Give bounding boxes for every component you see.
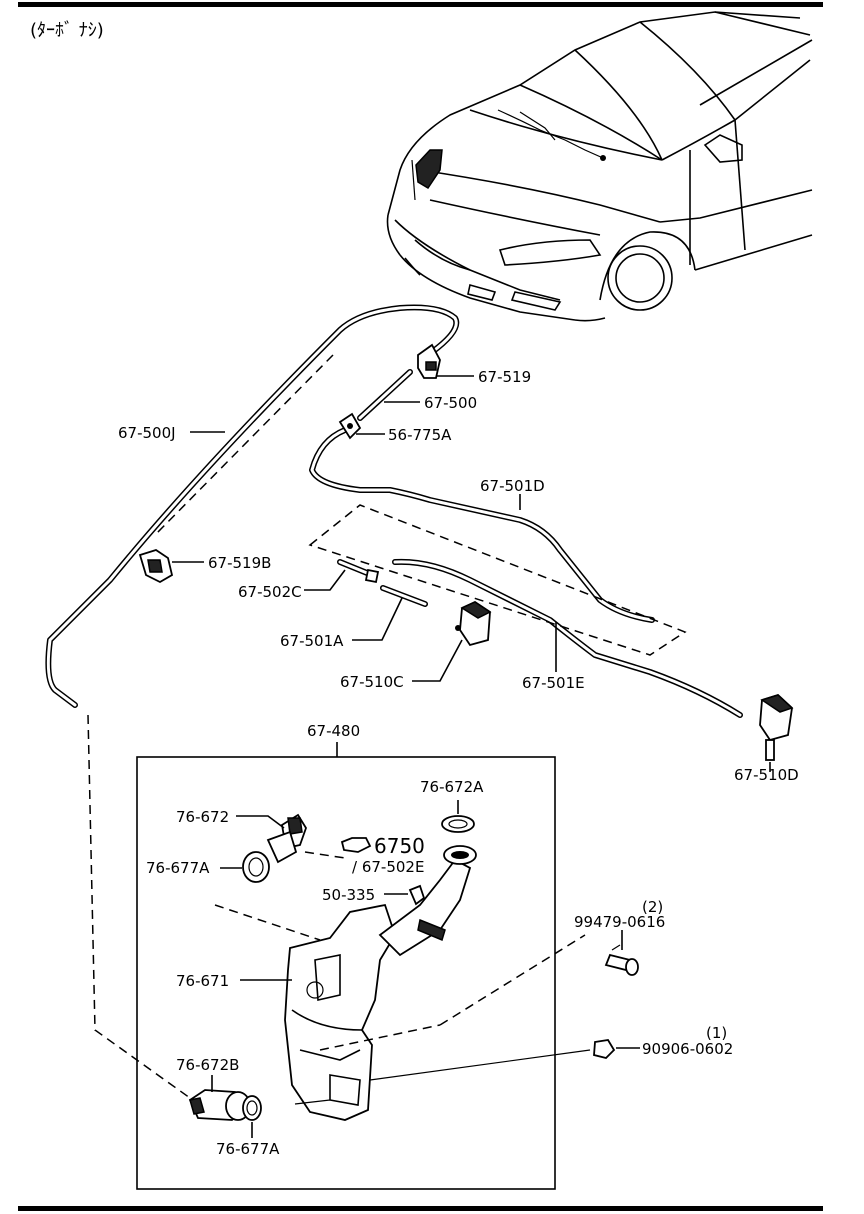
label-67-510D: 67-510D	[734, 766, 799, 784]
seal-76-677A-bottom	[242, 1095, 262, 1121]
bolt-99479-0616	[604, 944, 639, 976]
dash-pump-to-tank	[304, 851, 346, 859]
label-90906-0602: 90906-0602	[642, 1040, 733, 1058]
label-76-677A-bottom: 76-677A	[216, 1140, 280, 1158]
cap-76-672A	[441, 815, 475, 833]
label-56-775A: 56-775A	[388, 426, 452, 444]
level-sensor-6750	[340, 837, 372, 853]
label-67-510C: 67-510C	[340, 673, 404, 691]
top-rule	[18, 2, 823, 7]
label-99479-0616: 99479-0616	[574, 913, 665, 931]
label-76-677A-top: 76-677A	[146, 859, 210, 877]
tank-76-671	[284, 845, 477, 1121]
label-67-502C: 67-502C	[238, 583, 302, 601]
hose-67-501A	[380, 585, 428, 607]
label-67-519B: 67-519B	[208, 554, 271, 572]
hose-67-501D	[309, 427, 655, 623]
leader-dash-500j	[154, 354, 334, 536]
label-67-500J: 67-500J	[118, 424, 176, 442]
pump-76-672B	[188, 1089, 251, 1121]
label-67-480: 67-480	[307, 722, 360, 740]
line-pump-b	[294, 1099, 331, 1105]
label-76-672: 76-672	[176, 808, 229, 826]
label-67-519: 67-519	[478, 368, 531, 386]
leader-dash-pump	[87, 714, 191, 1099]
line-nut	[369, 1049, 591, 1081]
dash-seal-to-tank	[214, 904, 321, 941]
connector-67-519	[417, 343, 441, 379]
group-dash-501	[308, 504, 687, 656]
variant-heading: (ﾀｰﾎﾞ ﾅｼ)	[30, 20, 104, 41]
hose-67-500	[357, 369, 413, 421]
label-67-501A: 67-501A	[280, 632, 344, 650]
label-99479-qty: (2)	[642, 898, 663, 916]
leader-lines	[172, 375, 771, 1138]
label-76-672B: 76-672B	[176, 1056, 239, 1074]
nozzle-67-510C	[455, 600, 492, 647]
bottom-rule	[18, 1206, 823, 1211]
label-76-671: 76-671	[176, 972, 229, 990]
seal-76-677A-top	[242, 851, 270, 883]
label-67-501D: 67-501D	[480, 477, 545, 495]
clip-67-519B	[138, 549, 174, 584]
joint-56-775A	[338, 412, 362, 440]
label-67-501E: 67-501E	[522, 674, 585, 692]
nut-90906-0602	[593, 1039, 616, 1059]
hose-67-501E	[392, 558, 743, 718]
tee-67-502C	[337, 559, 380, 584]
label-50-335: 50-335	[322, 886, 375, 904]
nozzle-67-510D	[759, 693, 794, 761]
label-76-672A: 76-672A	[420, 778, 484, 796]
dash-tank-side	[319, 1024, 441, 1051]
label-67-502E: / 67-502E	[352, 858, 424, 876]
pump-76-672	[266, 813, 307, 864]
label-90906-qty: (1)	[706, 1024, 727, 1042]
label-6750: 6750	[374, 834, 425, 858]
hose-67-500J	[45, 304, 460, 708]
car-illustration	[386, 11, 813, 322]
clip-50-335	[408, 884, 426, 906]
dash-bolt	[439, 934, 586, 1026]
label-67-500: 67-500	[424, 394, 477, 412]
kit-box-67-480	[136, 756, 556, 1190]
